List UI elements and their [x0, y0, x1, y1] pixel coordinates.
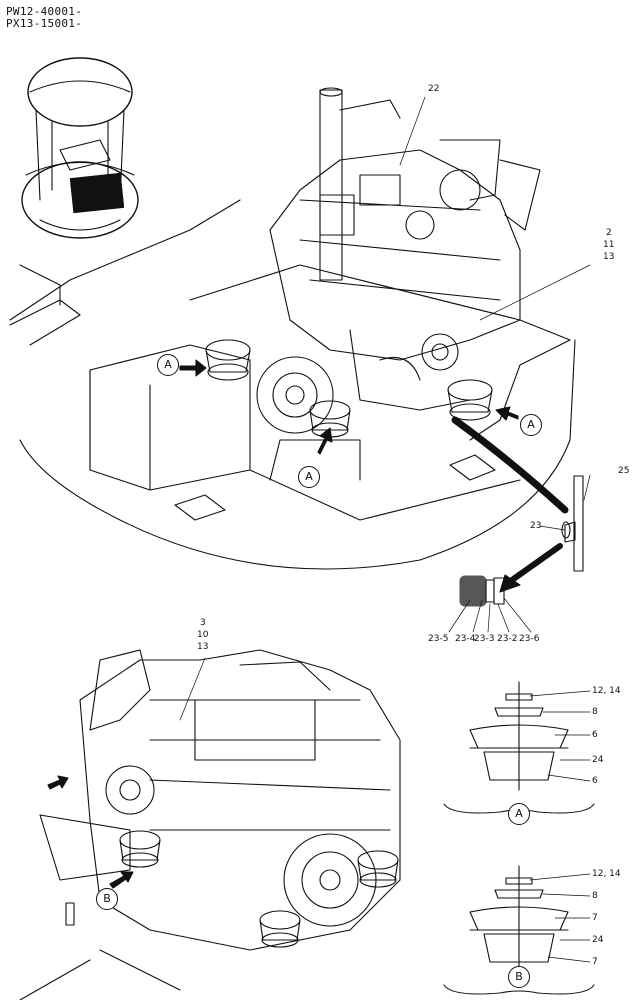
detail-a-part-6b: 6: [592, 776, 598, 786]
detail-a-part-8: 8: [592, 707, 598, 717]
detail-b-part-12-14: 12, 14: [592, 869, 621, 879]
serial-range-1: PW12-40001-: [6, 5, 83, 18]
detail-a-part-6: 6: [592, 730, 598, 740]
detail-a-part-24: 24: [592, 755, 604, 765]
detail-a-part-12-14: 12, 14: [592, 686, 621, 696]
callout-2: 2: [606, 228, 612, 238]
view-b-marker: B: [96, 888, 118, 910]
callout-13-lower: 13: [197, 642, 209, 652]
callout-23-5: 23-5: [428, 634, 449, 644]
callout-22: 22: [428, 84, 440, 94]
view-b-arrow: [109, 871, 134, 889]
callout-23-4: 23-4: [455, 634, 476, 644]
callout-3: 3: [200, 618, 206, 628]
detail-b-mount: [443, 865, 595, 995]
callout-23-3: 23-3: [474, 634, 495, 644]
callout-25: 25: [618, 466, 630, 476]
detail-b-part-7: 7: [592, 913, 598, 923]
view-a-arrow-left: [179, 359, 207, 377]
serial-range-2: PX13-15001-: [6, 17, 83, 30]
machine-locator-icon: [21, 57, 139, 239]
detail-b-view-label: B: [508, 966, 530, 988]
detail-b-part-7b: 7: [592, 957, 598, 967]
lower-engine-mounts: [119, 830, 399, 948]
upper-engine-mounts: [205, 339, 493, 438]
view-a-marker-bottom: A: [298, 466, 320, 488]
callout-11: 11: [603, 240, 615, 250]
callout-23-2: 23-2: [497, 634, 518, 644]
detail-b-part-8: 8: [592, 891, 598, 901]
front-direction-arrow: [47, 775, 69, 790]
detail-a-mount: [443, 681, 595, 814]
detail-a-view-label: A: [508, 803, 530, 825]
upper-frame: [9, 199, 576, 570]
callout-13: 13: [603, 252, 615, 262]
callout-23: 23: [530, 521, 542, 531]
lower-engine: [19, 649, 401, 1000]
callout-23-6: 23-6: [519, 634, 540, 644]
view-a-arrow-bottom: [317, 427, 333, 455]
view-a-marker-left: A: [157, 354, 179, 376]
view-a-marker-right: A: [520, 414, 542, 436]
upper-engine: [256, 87, 541, 434]
callout-10: 10: [197, 630, 209, 640]
leader-lines: [179, 96, 591, 963]
detail-b-part-24: 24: [592, 935, 604, 945]
view-a-arrow-right: [495, 406, 519, 421]
sensor-assembly: [451, 416, 584, 607]
